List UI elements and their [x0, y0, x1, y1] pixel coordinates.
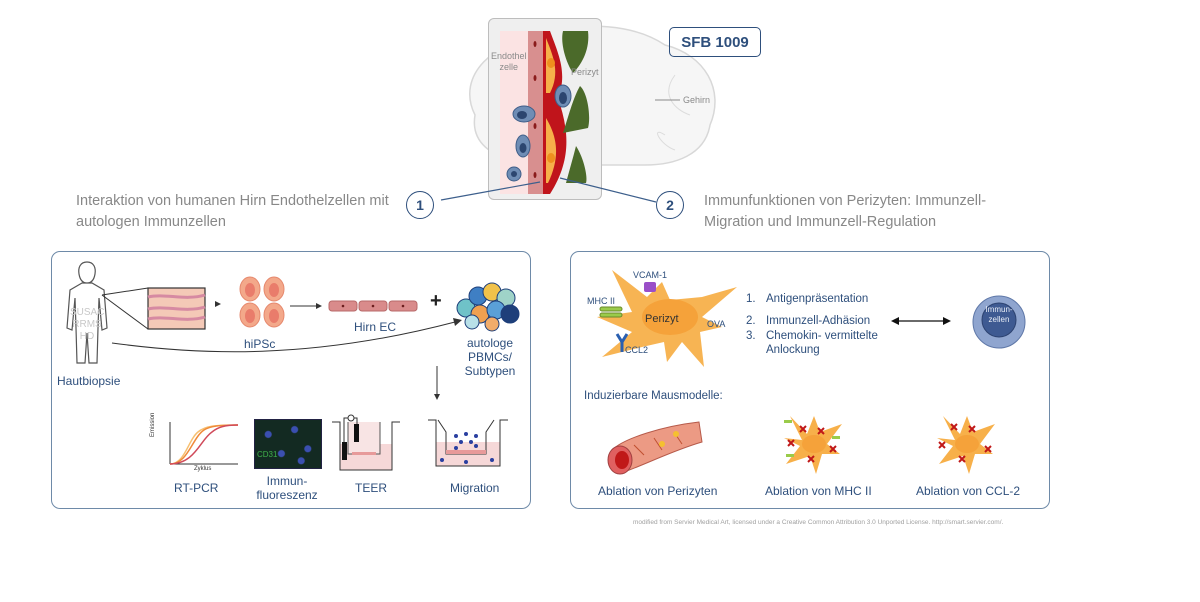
- skin-biopsy-zoom: [101, 287, 206, 330]
- section-1-number: 1: [406, 191, 434, 219]
- label-pbmc: autologe PBMCs/ Subtypen: [458, 336, 522, 378]
- pericyte-function-list: 1. Antigenpräsentation 2. Immunzell-Adhäsi…: [746, 292, 878, 357]
- assay-teer-label: TEER: [355, 481, 388, 495]
- pbmc-cluster-icon: [456, 282, 520, 332]
- double-arrow-icon: [891, 317, 951, 325]
- patient-conditions: SUSAC RRMS HD: [70, 307, 104, 343]
- model-perizyten-label: Ablation von Perizyten: [598, 484, 718, 498]
- ccl2-receptor-icon: [615, 333, 629, 352]
- plus-sign: +: [430, 290, 442, 312]
- section-2-title-line2: Migration und Immunzell-Regulation: [704, 214, 937, 230]
- connector-1: [440, 181, 541, 201]
- immunofluorescence-image: CD31: [254, 419, 322, 469]
- arrow-down-to-assays: [434, 366, 440, 400]
- pericyte-label: Perizyt: [645, 313, 679, 325]
- assay-rtpcr-label: RT-PCR: [174, 481, 219, 495]
- assay-migration-label: Migration: [450, 481, 500, 495]
- vcam-receptor-icon: [644, 282, 656, 292]
- mhc-ablation-cell-icon: [784, 416, 842, 474]
- mhc-receptor-icon: [599, 306, 623, 318]
- arrow-patient-to-pbmc: [111, 318, 462, 353]
- teer-well-icon: [332, 414, 400, 471]
- section-2-title: Immunfunktionen von Perizyten: Immunzell…: [704, 191, 986, 233]
- function-item: 2. Immunzell-Adhäsion: [746, 314, 878, 328]
- if-label-cd31: CD31: [257, 450, 278, 459]
- migration-well-icon: [428, 419, 508, 467]
- arrow-hipsc-to-ec: [290, 303, 322, 309]
- marker-ccl2: CCL2: [625, 345, 649, 355]
- if-line2: fluoreszenz: [256, 488, 318, 502]
- hipsc-cells-icon: [239, 276, 285, 328]
- function-num: 1.: [746, 293, 756, 305]
- function-text: Anlockung: [766, 344, 820, 356]
- section-1-title: Interaktion von humanen Hirn Endothelzel…: [76, 191, 389, 233]
- label-hautbiopsie: Hautbiopsie: [57, 374, 121, 388]
- label-endothel-line2: zelle: [499, 62, 519, 72]
- rtpcr-chart-icon: [169, 422, 239, 465]
- immune-cell-label: Immun- zellen: [983, 305, 1015, 325]
- label-hirn-ec: Hirn EC: [354, 320, 397, 334]
- section-2-title-line1: Immunfunktionen von Perizyten: Immunzell…: [704, 193, 987, 209]
- gehirn-pointer-line: [655, 99, 680, 101]
- rtpcr-axis-y: Emission: [150, 412, 156, 437]
- pericyte-cell-icon: [597, 270, 737, 367]
- marker-vcam: VCAM-1: [633, 270, 668, 280]
- function-item: 1. Antigenpräsentation: [746, 292, 878, 306]
- label-perizyt: Perizyt: [571, 67, 599, 77]
- immune-line2: zellen: [988, 315, 1010, 324]
- function-item: Anlockung: [746, 343, 878, 357]
- function-num: [746, 343, 766, 357]
- human-figure-icon: [66, 261, 108, 364]
- section-2-number: 2: [656, 191, 684, 219]
- condition-susac: SUSAC: [70, 307, 105, 318]
- rtpcr-axis-x: Zyklus: [194, 466, 212, 472]
- connector-2: [559, 177, 657, 203]
- pbmc-line3: Subtypen: [464, 364, 516, 378]
- function-num: 3.: [746, 330, 756, 342]
- arrow-skin-to-hipsc: [215, 301, 221, 307]
- pbmc-line1: autologe: [466, 336, 514, 350]
- attribution-footer: modified from Servier Medical Art, licen…: [633, 519, 1004, 526]
- function-text: Antigenpräsentation: [766, 293, 869, 305]
- vessel-cross-section: [500, 31, 590, 194]
- pbmc-line2: PBMCs/: [467, 350, 512, 364]
- immune-line1: Immun-: [985, 305, 1013, 314]
- sfb-badge: SFB 1009: [669, 27, 761, 57]
- condition-rrms: RRMS: [72, 319, 102, 330]
- function-num: 2.: [746, 315, 756, 327]
- models-heading: Induzierbare Mausmodelle:: [584, 390, 723, 402]
- marker-ova: OVA: [707, 319, 726, 329]
- if-line1: Immun-: [266, 474, 308, 488]
- condition-hd: HD: [79, 331, 95, 342]
- vessel-ablation-icon: [607, 421, 703, 475]
- marker-mhc: MHC II: [587, 296, 615, 306]
- label-endothel-line1: Endothel: [491, 51, 527, 61]
- function-text: Immunzell-Adhäsion: [766, 315, 871, 327]
- label-gehirn: Gehirn: [683, 95, 711, 105]
- function-item: 3. Chemokin- vermittelte: [746, 329, 878, 343]
- section-1-title-line2: autologen Immunzellen: [76, 214, 226, 230]
- function-text: Chemokin- vermittelte: [766, 330, 878, 342]
- section-1-title-line1: Interaktion von humanen Hirn Endothelzel…: [76, 193, 389, 209]
- immune-cell-circle-icon: [972, 295, 1026, 349]
- model-ccl2-label: Ablation von CCL-2: [916, 484, 1021, 498]
- brain-ec-icon: [328, 300, 418, 312]
- assay-immunfluoreszenz-label: Immun- fluoreszenz: [250, 474, 324, 502]
- label-hipsc: hiPSc: [244, 337, 276, 351]
- ccl2-ablation-cell-icon: [937, 416, 995, 474]
- label-endothelzelle: Endothel zelle: [491, 51, 527, 73]
- model-mhc-label: Ablation von MHC II: [765, 484, 872, 498]
